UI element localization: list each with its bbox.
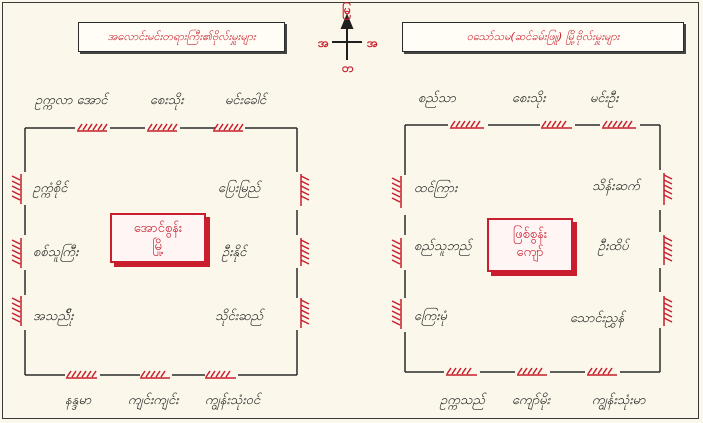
compass-east: အ xyxy=(367,36,379,50)
right-top-label-3: မင်းဦး xyxy=(590,91,619,106)
compass-arrow xyxy=(332,13,362,60)
right-bottom-label-2: ကျော်မိုး xyxy=(512,393,550,408)
left-center-line-2: မြို့ xyxy=(152,239,164,254)
compass-north: မြ xyxy=(342,3,351,17)
left-west-label-2: စစ်သူကြီး xyxy=(33,245,79,260)
left-top-label-2: စေးသိုး xyxy=(150,93,184,108)
right-east-label-1: သိန်းဆက် xyxy=(592,179,640,194)
left-west-label-3: အသည်ိုး xyxy=(33,309,74,324)
right-panel-title: ဝသော်သမ(ဆင်ခမ်းဖြူ) မြို့ဗိုလ်းမှူးများ xyxy=(402,22,684,52)
right-enclosure xyxy=(404,124,661,373)
right-top-label-1: စည်သာ xyxy=(418,91,456,106)
left-panel-title: အလောင်းမင်းတရားကြီး၏ဗိုလ်းမှူးများ xyxy=(78,22,285,52)
left-bottom-label-2: ကျင်းကျင်း xyxy=(128,393,179,408)
left-bottom-label-1: နန္ဒမာ xyxy=(65,393,92,408)
right-hatches xyxy=(391,120,673,376)
page-frame xyxy=(2,2,699,419)
left-top-label-3: မင်းခေါင် xyxy=(225,93,267,108)
left-bottom-label-3: ကျွန်းသုံးဝင် xyxy=(205,393,261,408)
compass-west: အ xyxy=(318,36,330,50)
right-west-label-2: စည်သူဘည် xyxy=(414,239,472,254)
left-center-line-1: အောင်စွန်း xyxy=(133,221,183,236)
right-bottom-label-3: ကျွန်းသုံးမာ xyxy=(592,393,646,408)
left-hatches xyxy=(11,123,310,379)
right-bottom-label-1: ဥက္ကသည် xyxy=(440,393,486,408)
left-west-label-1: ဥက္ကံစိုင် xyxy=(33,181,68,196)
right-center-town: ဖြစ်စွန်း ကျော် xyxy=(487,218,573,272)
left-east-label-1: ပြေးမြည် xyxy=(218,181,261,196)
right-center-line-2: ကျော် xyxy=(516,245,544,260)
right-top-label-2: စေးသိုး xyxy=(512,91,546,106)
right-east-label-3: သောင်းညွှန် xyxy=(570,311,625,326)
left-enclosure xyxy=(24,127,298,376)
right-west-label-3: ကြေးမုံ xyxy=(414,309,447,324)
compass-south: တ xyxy=(342,61,354,75)
left-top-label-1: ဥက္ကလာ အောင် xyxy=(35,93,108,108)
right-east-label-2: ဦးထိပ် xyxy=(598,239,629,254)
right-west-label-1: ထင်ကြား xyxy=(414,181,458,196)
left-east-label-2: ဦးနိုင် xyxy=(222,245,247,260)
left-center-town: အောင်စွန်း မြို့ xyxy=(110,213,206,263)
right-center-line-1: ဖြစ်စွန်း xyxy=(512,227,548,242)
left-east-label-3: သိုင်းဆည် xyxy=(215,309,264,324)
